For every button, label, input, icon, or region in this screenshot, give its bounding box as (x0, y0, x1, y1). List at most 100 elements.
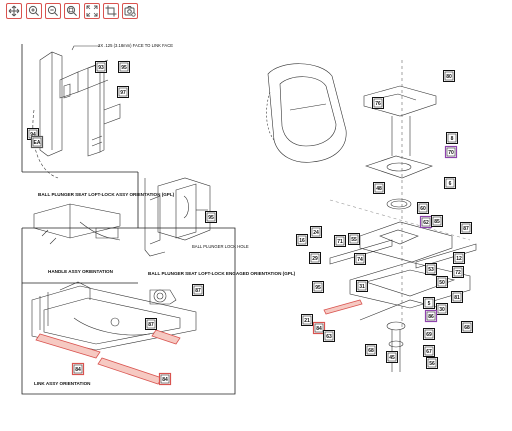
callout-label: 71 (337, 239, 343, 245)
callout-6: 6 (444, 177, 456, 189)
callout-21: 21 (301, 314, 313, 326)
callout-60: 60 (417, 202, 429, 214)
callout-30: 30 (436, 303, 448, 315)
highlighted-parts (323, 299, 363, 315)
link-assy-drawing (31, 281, 197, 351)
viewer-toolbar (0, 0, 512, 24)
callout-16: 16 (296, 234, 308, 246)
callout-label: 86 (428, 314, 434, 320)
callout-label: 24 (313, 230, 319, 236)
callout-label: 95 (315, 285, 321, 291)
callout-label: 30 (439, 307, 445, 313)
callout-label: 95 (121, 65, 127, 71)
callout-label: 80 (446, 74, 452, 80)
callout-93: 93 (95, 61, 107, 73)
parts-diagram: 2X .125 (3.18mm) FACE TO LINK FACE BALL … (0, 24, 512, 426)
callout-8: 8 (446, 132, 458, 144)
caption-ball-plunger-assy: BALL PLUNGER SEAT LOFT-LOCK ASSY ORIENTA… (38, 192, 175, 197)
callout-label: 50 (439, 280, 445, 286)
callout-label: 55 (351, 237, 357, 243)
callout-63: 63 (323, 330, 335, 342)
callout-95: 95 (118, 61, 130, 73)
callout-label: 93 (98, 65, 104, 71)
callout-12: 12 (453, 252, 465, 264)
callout-label: 5 (428, 301, 431, 307)
callout-label: 87 (195, 288, 201, 294)
zoom-in-button[interactable] (26, 3, 42, 19)
callout-label: EA (34, 140, 41, 146)
callout-EA: EA (30, 135, 44, 149)
callout-label: 87 (463, 226, 469, 232)
callout-72: 72 (452, 266, 464, 278)
callout-label: 45 (389, 355, 395, 361)
left-detail-panel (21, 44, 236, 395)
callout-label: 97 (120, 90, 126, 96)
callout-87: 87 (145, 318, 157, 330)
callout-label: 68 (368, 348, 374, 354)
callout-label: 31 (359, 284, 365, 290)
callout-label: 72 (455, 270, 461, 276)
callout-label: 94 (30, 132, 36, 138)
callout-97: 97 (117, 86, 129, 98)
callout-56: 56 (426, 357, 438, 369)
callout-label: 53 (428, 267, 434, 273)
callout-label: 8 (451, 136, 454, 142)
callout-label: 84 (162, 377, 168, 383)
zoom-region-icon (66, 5, 77, 16)
callout-50: 50 (436, 276, 448, 288)
zoom-in-icon (28, 5, 39, 16)
callout-87: 87 (460, 222, 472, 234)
callout-53: 53 (425, 263, 437, 275)
callout-label: 56 (429, 361, 435, 367)
ball-plunger-lock-hole-label: BALL PLUNGER LOCK HOLE (192, 244, 249, 249)
callout-86: 86 (424, 309, 438, 323)
crop-button[interactable] (103, 3, 119, 19)
camera-settings-button[interactable] (122, 3, 138, 19)
callout-label: 48 (376, 186, 382, 192)
callout-label: 16 (299, 238, 305, 244)
callout-label: 81 (454, 295, 460, 301)
callout-67: 67 (423, 345, 435, 357)
callout-69: 69 (423, 328, 435, 340)
callout-label: 87 (148, 322, 154, 328)
callout-81: 81 (451, 291, 463, 303)
callout-label: 74 (357, 257, 363, 263)
callout-70: 70 (444, 145, 458, 159)
fit-screen-button[interactable] (84, 3, 100, 19)
zoom-region-button[interactable] (64, 3, 80, 19)
callout-87: 87 (192, 284, 204, 296)
callout-84: 84 (312, 321, 326, 335)
caption-engaged-orientation: BALL PLUNGER SEAT LOFT-LOCK ENGAGED ORIE… (148, 271, 296, 276)
callout-68: 68 (461, 321, 473, 333)
callout-label: 95 (208, 215, 214, 221)
callout-label: 84 (75, 367, 81, 373)
fit-screen-icon (86, 5, 98, 17)
callout-76: 76 (372, 97, 384, 109)
callout-label: 21 (304, 318, 310, 324)
callout-label: 76 (375, 101, 381, 107)
handle-assy-drawing (33, 203, 121, 245)
callout-label: 63 (326, 334, 332, 340)
callout-label: 60 (420, 206, 426, 212)
callout-label: 69 (426, 332, 432, 338)
callout-84: 84 (71, 362, 85, 376)
callout-71: 71 (334, 235, 346, 247)
callout-84: 84 (158, 372, 172, 386)
callout-85: 85 (431, 215, 443, 227)
caption-link-assy: LINK ASSY ORIENTATION (34, 381, 91, 386)
callout-label: 68 (464, 325, 470, 331)
callout-31: 31 (356, 280, 368, 292)
callout-80: 80 (443, 70, 455, 82)
zoom-out-button[interactable] (45, 3, 61, 19)
callout-48: 48 (373, 182, 385, 194)
callout-95: 95 (312, 281, 324, 293)
callout-label: 62 (423, 220, 429, 226)
callout-label: 70 (448, 150, 454, 156)
callout-label: 67 (426, 349, 432, 355)
callout-label: 85 (434, 219, 440, 225)
callout-5: 5 (423, 297, 435, 309)
callout-label: 29 (312, 256, 318, 262)
callout-label: 84 (316, 326, 322, 332)
move-tool-button[interactable] (6, 3, 22, 19)
